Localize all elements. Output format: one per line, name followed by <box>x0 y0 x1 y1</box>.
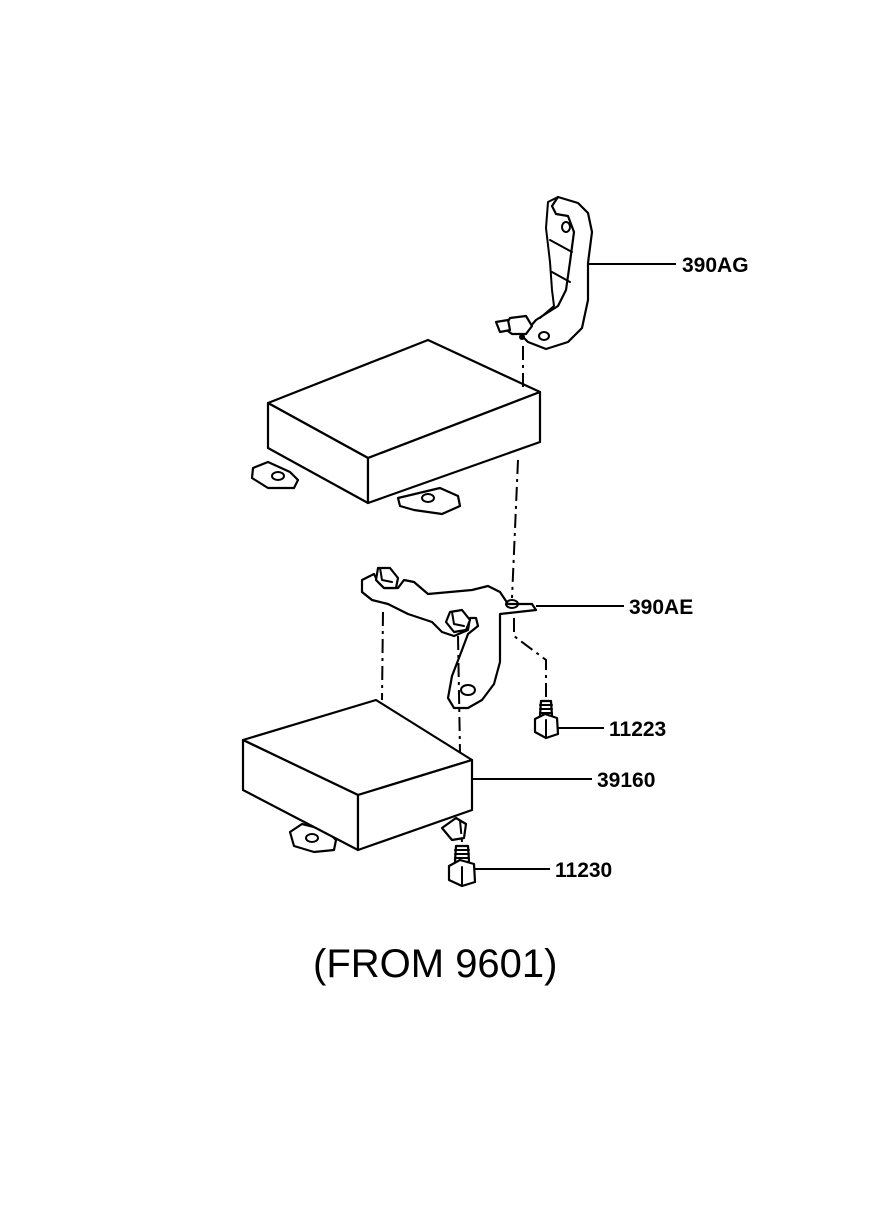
bolt-11230 <box>447 844 477 888</box>
bolt-11223 <box>533 699 560 740</box>
label-390ag: 390AG <box>682 254 749 277</box>
label-39160: 39160 <box>597 769 655 792</box>
module-39160 <box>241 698 474 854</box>
leader-lines <box>472 263 676 870</box>
label-11230: 11230 <box>555 859 612 882</box>
diagram-caption: (FROM 9601) <box>313 942 558 986</box>
upper-module <box>250 338 542 516</box>
alignment-lines <box>381 346 547 843</box>
label-11223: 11223 <box>609 718 666 741</box>
bracket-390ae <box>360 566 538 710</box>
bracket-390ag <box>494 195 594 351</box>
label-390ae: 390AE <box>629 596 693 619</box>
